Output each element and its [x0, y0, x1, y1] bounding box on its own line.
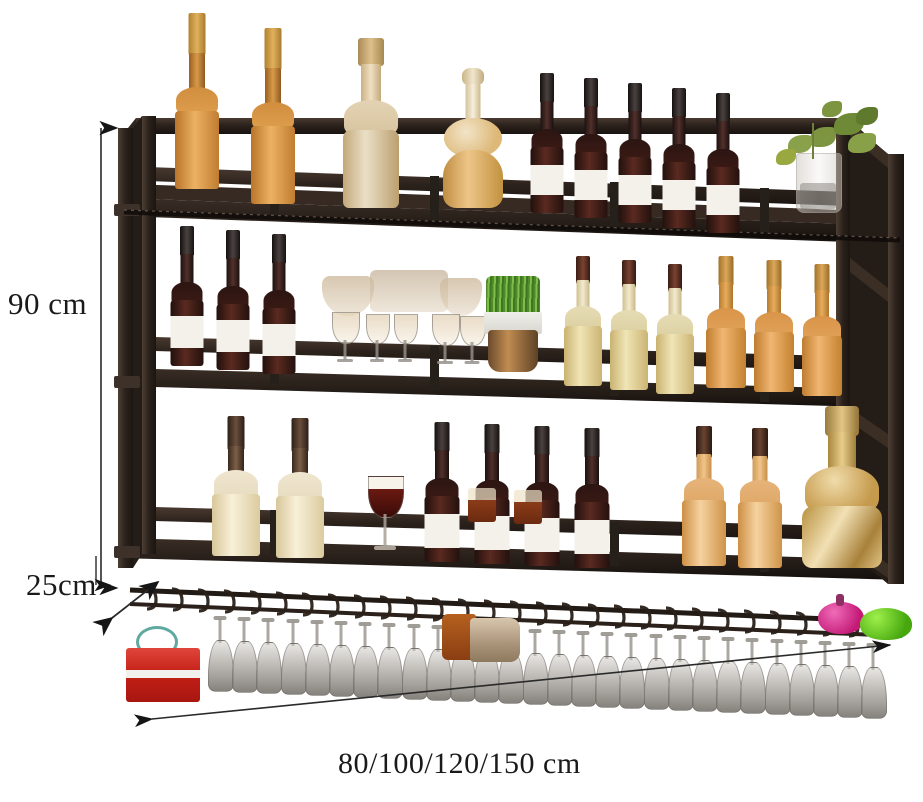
inverted-wine-glass — [837, 642, 864, 720]
bottle-red-wine — [530, 73, 564, 213]
bottle-red-wine — [170, 226, 204, 366]
wine-rack — [112, 13, 912, 720]
inverted-wine-glass — [619, 633, 646, 711]
green-ornament-accessory — [860, 602, 918, 642]
inverted-wine-glass — [571, 631, 597, 709]
decanter-ornate — [802, 406, 882, 568]
width-dimension-label: 80/100/120/150 cm — [338, 747, 581, 780]
bottle-cream-wine — [276, 418, 324, 558]
inverted-wine-glass — [667, 635, 694, 713]
inverted-wine-glass — [304, 620, 331, 698]
bottle-rose-wine — [682, 426, 726, 566]
tumbler-amber — [514, 490, 542, 524]
inverted-wine-glass — [861, 643, 888, 721]
inverted-wine-glass — [595, 632, 622, 710]
tumbler-amber — [468, 488, 496, 522]
bottle-rose-wine — [802, 264, 842, 396]
bottle-amber — [250, 28, 296, 204]
inverted-wine-glass — [716, 637, 743, 715]
inverted-wine-glass — [280, 619, 307, 697]
bottle-amber — [174, 13, 220, 189]
inverted-wine-glass — [377, 623, 404, 701]
bottle-red-wine — [574, 78, 608, 218]
bottle-rose-wine — [738, 428, 782, 568]
height-dimension-label: 90 cm — [8, 286, 88, 321]
decanter-round — [442, 68, 504, 210]
bottle-red-wine — [618, 83, 652, 223]
bottle-red-wine — [662, 88, 696, 228]
wine-glass-group — [312, 270, 492, 374]
inverted-wine-glass — [764, 639, 791, 717]
wine-glass-filled — [368, 476, 404, 560]
inverted-wine-glass — [740, 638, 767, 716]
inverted-wine-glass — [546, 630, 573, 708]
inverted-wine-glass — [401, 624, 428, 702]
inverted-wine-glass — [208, 616, 234, 694]
inverted-wine-glass — [788, 640, 815, 718]
plant-vase — [752, 93, 882, 213]
grass-pot — [480, 276, 546, 374]
inverted-wine-glass — [692, 636, 718, 714]
inverted-wine-glass — [643, 634, 670, 712]
inverted-wine-glass — [353, 622, 380, 700]
bottle-rose-wine — [706, 256, 746, 388]
bottle-rose-wine — [754, 260, 794, 392]
depth-dimension-label: 25cm — [26, 567, 97, 602]
bottle-red-wine — [262, 234, 296, 374]
inverted-wine-glass — [813, 641, 839, 719]
inverted-wine-glass — [329, 621, 355, 699]
bottle-white-wine — [610, 260, 648, 390]
decanter-tall — [342, 38, 400, 210]
copper-canister-accessory — [442, 608, 522, 674]
inverted-wine-glass — [256, 618, 283, 696]
inverted-wine-glass — [232, 617, 259, 695]
bottle-white-wine — [656, 264, 694, 394]
bottle-red-wine — [216, 230, 250, 370]
bottle-red-wine — [574, 428, 610, 568]
inverted-wine-glass — [522, 629, 549, 707]
bottle-red-wine — [424, 422, 460, 562]
bottle-red-wine — [706, 93, 740, 233]
bottle-white-wine — [564, 256, 602, 386]
bottle-cream-wine — [212, 416, 260, 556]
red-box-accessory — [126, 626, 202, 706]
pink-ornament-accessory — [818, 594, 870, 634]
